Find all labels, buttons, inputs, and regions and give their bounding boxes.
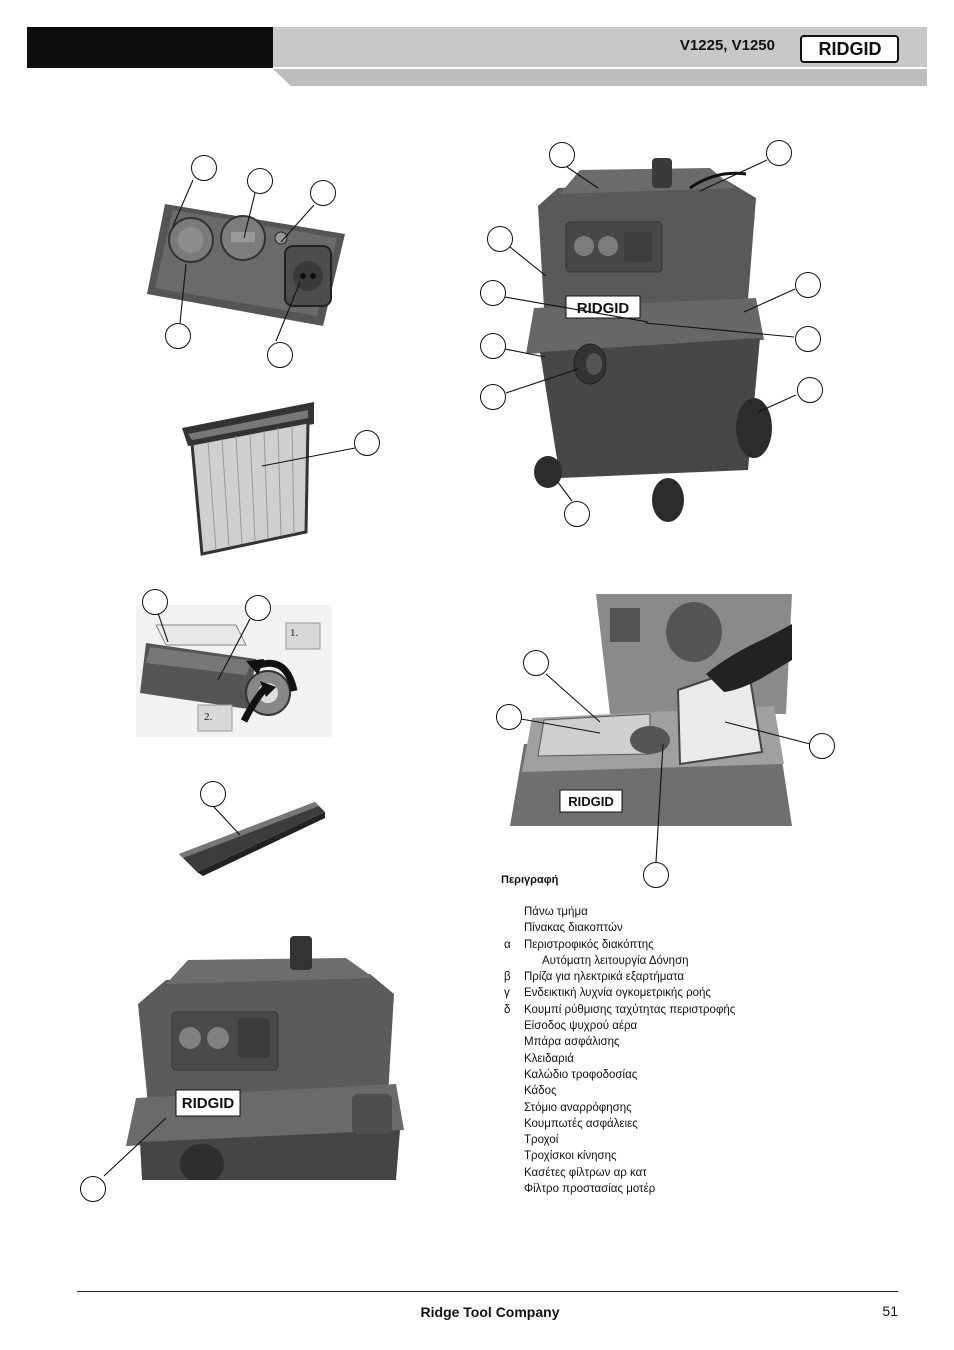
callout-circle [480, 384, 506, 410]
callout-circle [496, 704, 522, 730]
description-item: Κλειδαριά [504, 1051, 735, 1067]
callout-circle [643, 862, 669, 888]
description-item: Τροχοί [504, 1132, 735, 1148]
vacuum-front-figure: RIDGID [126, 936, 404, 1180]
description-item-text: Κασέτες φίλτρων αρ κατ [524, 1166, 647, 1179]
description-item: Κάδος [504, 1083, 735, 1099]
description-item-text: Καλώδιο τροφοδοσίας [524, 1068, 638, 1081]
callout-circle [267, 342, 293, 368]
callout-circle [795, 326, 821, 352]
description-item-text: Είσοδος ψυχρού αέρα [524, 1020, 638, 1033]
description-item: Μπάρα ασφάλισης [504, 1034, 735, 1050]
callout-circle [564, 501, 590, 527]
description-item-text: Πίνακας διακοπτών [524, 922, 623, 935]
description-item: Κουμπωτές ασφάλειες [504, 1116, 735, 1132]
description-item-marker: γ [504, 987, 510, 1000]
callout-circle [480, 280, 506, 306]
callout-circle [165, 323, 191, 349]
vacuum-main-logo: RIDGID [577, 300, 630, 317]
callout-circle [191, 155, 217, 181]
description-item: γ Ενδεικτική λυχνία ογκομετρικής ροής [504, 985, 735, 1001]
description-item-text: Στόμιο αναρρόφησης [524, 1101, 632, 1114]
header-strip [273, 69, 927, 86]
description-item-text: Τροχοί [524, 1134, 559, 1147]
description-item-text: Κουμπί ρύθμισης ταχύτητας περιστροφής [524, 1003, 736, 1016]
callout-circle [766, 140, 792, 166]
step-2-label: 2. [204, 711, 213, 723]
ridgid-logo: RIDGID [800, 35, 899, 63]
vacuum-open-logo: RIDGID [568, 794, 614, 809]
logo-text: RIDGID [819, 39, 882, 59]
model-title: V1225, V1250 [679, 37, 775, 54]
callout-circle [795, 272, 821, 298]
footer-company: Ridge Tool Company [420, 1304, 560, 1320]
description-item: Τροχίσκοι κίνησης [504, 1148, 735, 1164]
description-item-text: Περιστροφικός διακόπτης [524, 938, 654, 951]
page-number: 51 [882, 1303, 898, 1319]
description-item-text: Ενδεικτική λυχνία ογκομετρικής ροής [524, 987, 711, 1000]
vacuum-main-figure: RIDGID [526, 158, 772, 522]
floor-nozzle-figure [179, 802, 325, 876]
callout-circle [797, 377, 823, 403]
callout-circle [523, 650, 549, 676]
description-item-text: Φίλτρο προστασίας μοτέρ [524, 1183, 656, 1196]
description-item-text: Κουμπωτές ασφάλειες [524, 1117, 638, 1130]
description-item: Αυτόματη λειτουργία Δόνηση [504, 953, 735, 969]
description-item-marker: β [504, 971, 511, 984]
description-item-text: Τροχίσκοι κίνησης [524, 1150, 617, 1163]
description-item-text: Πάνω τμήμα [524, 906, 588, 918]
description-item-text: Πρίζα για ηλεκτρικά εξαρτήματα [524, 971, 685, 984]
callout-circle [480, 333, 506, 359]
callout-circle [80, 1176, 106, 1202]
description-item-text: Κάδος [524, 1085, 557, 1098]
callout-circle [245, 595, 271, 621]
footer-rule [77, 1291, 898, 1292]
description-item: α Περιστροφικός διακόπτης [504, 937, 735, 953]
description-item-text: Μπάρα ασφάλισης [524, 1036, 620, 1049]
description-heading: Περιγραφή [501, 874, 559, 886]
control-panel-figure [147, 204, 345, 326]
vacuum-front-logo: RIDGID [182, 1095, 235, 1112]
description-item-text: Αυτόματη λειτουργία Δόνηση [542, 954, 689, 967]
callout-circle [549, 142, 575, 168]
callout-circle [310, 180, 336, 206]
filter-replacement-figure: 1. 2. [136, 605, 332, 737]
callout-circle [809, 733, 835, 759]
filter-cassette-figure [182, 402, 314, 556]
header-black-bar [27, 27, 273, 68]
description-item: Κασέτες φίλτρων αρ κατ [504, 1165, 735, 1181]
description-item-text: Κλειδαριά [524, 1052, 574, 1065]
callout-circle [354, 430, 380, 456]
description-item: δ Κουμπί ρύθμισης ταχύτητας περιστροφής [504, 1002, 735, 1018]
description-item: Φίλτρο προστασίας μοτέρ [504, 1181, 735, 1197]
step-1-label: 1. [290, 627, 299, 639]
description-item: Πάνω τμήμα [504, 904, 735, 920]
callout-circle [247, 168, 273, 194]
description-item: Πίνακας διακοπτών [504, 920, 735, 936]
description-item: Είσοδος ψυχρού αέρα [504, 1018, 735, 1034]
callout-circle [487, 226, 513, 252]
description-item-marker: α [504, 938, 511, 951]
callout-circle [200, 781, 226, 807]
vacuum-open-figure: RIDGID [510, 594, 792, 826]
description-item: Στόμιο αναρρόφησης [504, 1100, 735, 1116]
callout-circle [142, 589, 168, 615]
description-item-marker: δ [504, 1003, 511, 1016]
description-item: β Πρίζα για ηλεκτρικά εξαρτήματα [504, 969, 735, 985]
description-item: Καλώδιο τροφοδοσίας [504, 1067, 735, 1083]
